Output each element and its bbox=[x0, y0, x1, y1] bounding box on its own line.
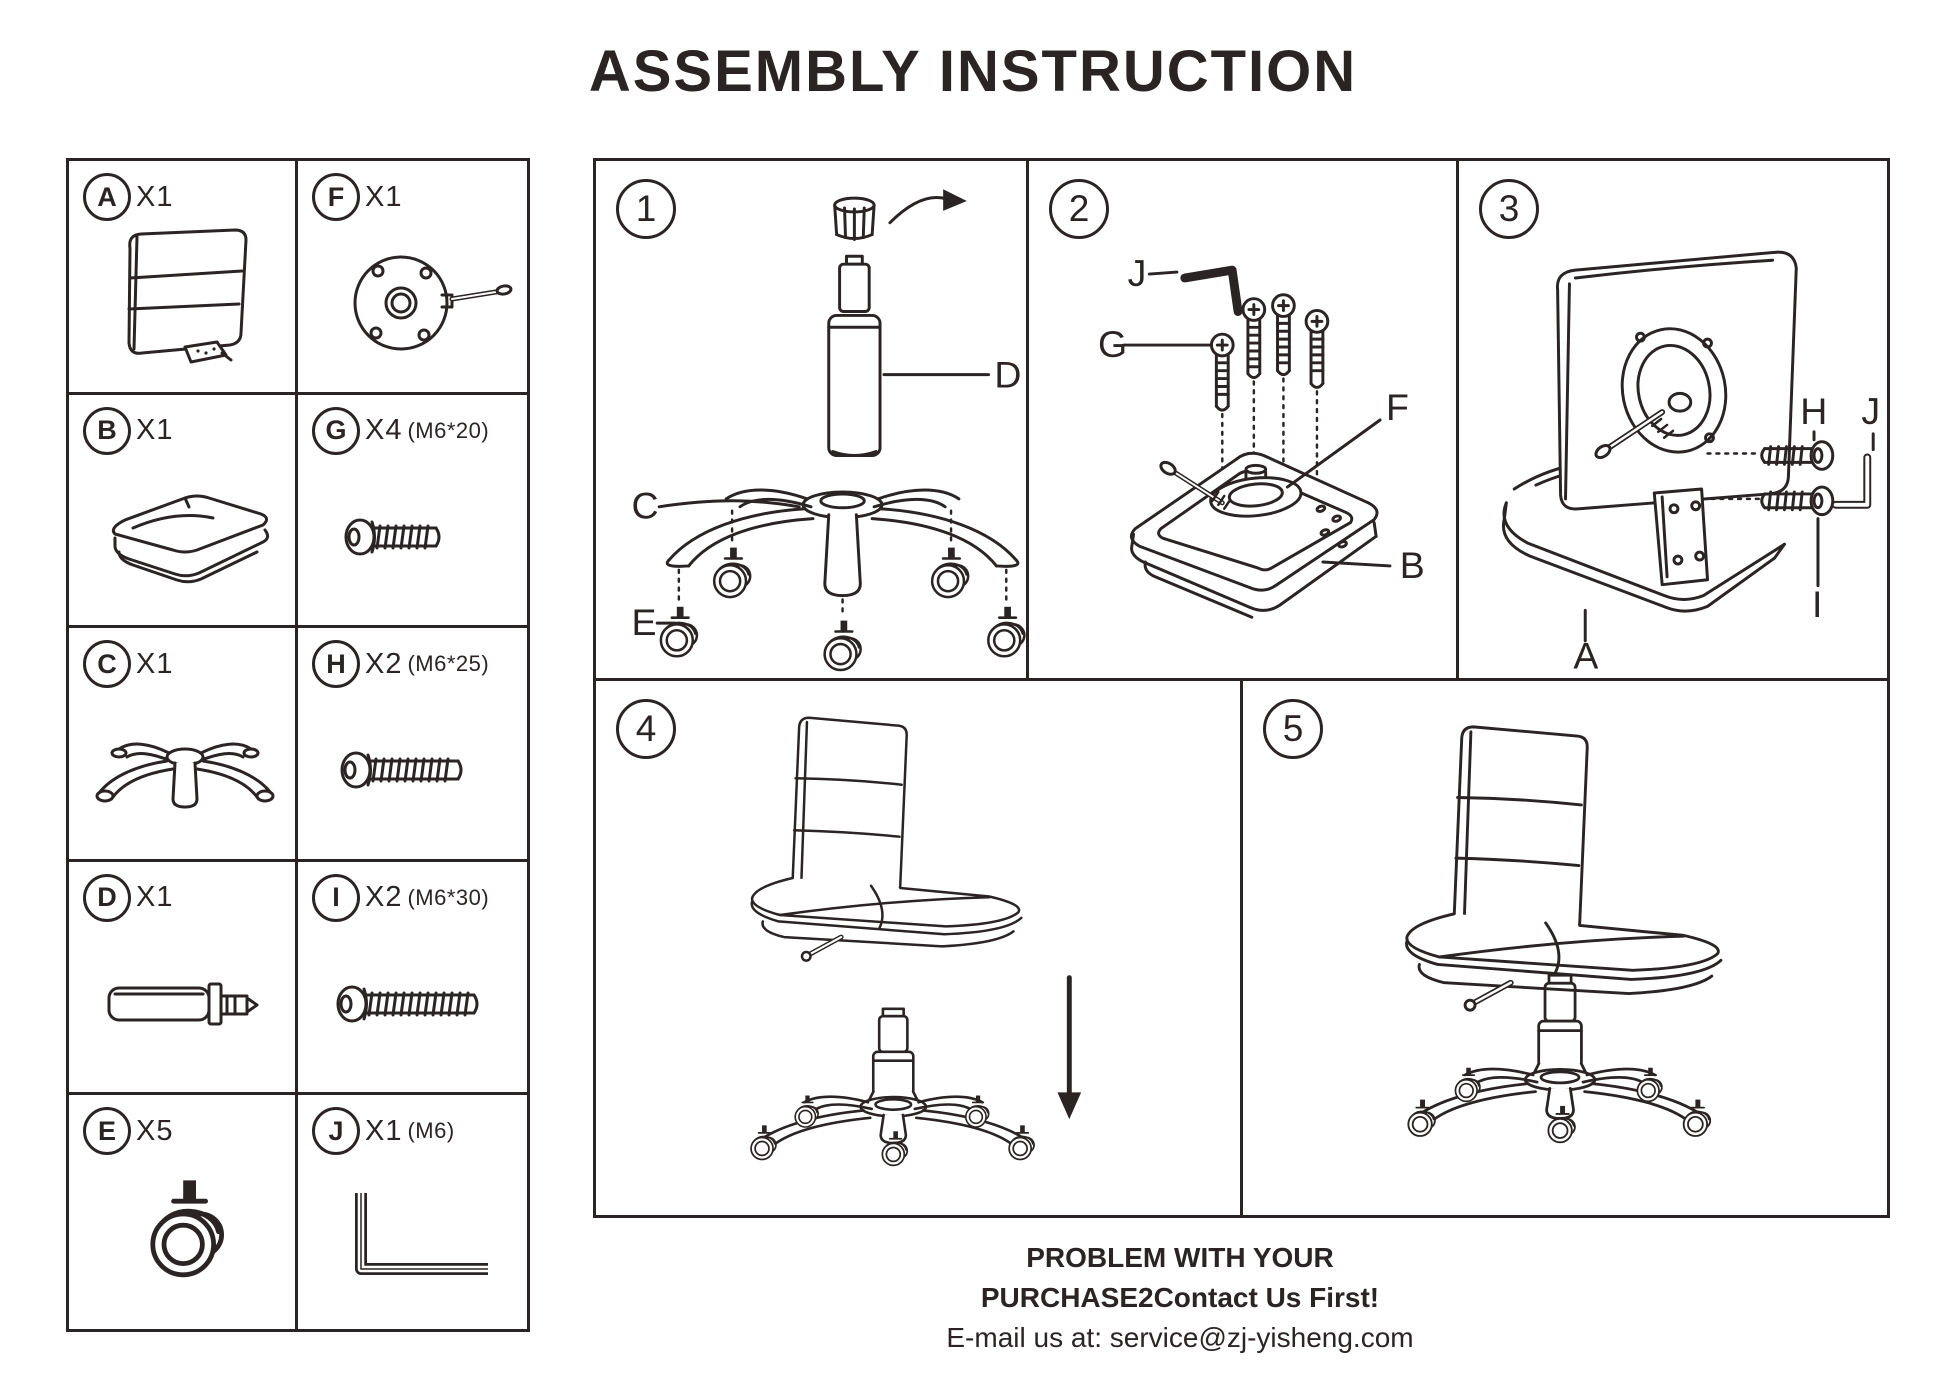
step-1-diagram: D C E bbox=[632, 189, 1026, 672]
part-label: I X2 (M6*30) bbox=[312, 873, 519, 922]
part-art bbox=[312, 922, 519, 1087]
caster-drawing bbox=[85, 1164, 285, 1314]
step2-label-g: G bbox=[1098, 323, 1127, 365]
part-count: X5 bbox=[136, 1114, 174, 1147]
part-size: (M6*20) bbox=[407, 417, 490, 443]
allen-key-drawing bbox=[354, 1193, 488, 1276]
part-letter-badge: B bbox=[83, 406, 131, 455]
step-5-number-badge: 5 bbox=[1263, 699, 1323, 759]
gas-lift-drawing bbox=[107, 982, 259, 1026]
step3-label-i: I bbox=[1812, 583, 1822, 625]
parts-cell-h: H X2 (M6*25) bbox=[298, 628, 527, 862]
parts-cell-i: I X2 (M6*30) bbox=[298, 862, 527, 1096]
step-4-panel: 4 bbox=[593, 678, 1243, 1218]
step-2-number-badge: 2 bbox=[1049, 179, 1109, 239]
part-size: (M6) bbox=[407, 1118, 455, 1144]
step-1-panel: 1 bbox=[593, 158, 1029, 681]
part-label: D X1 bbox=[83, 873, 287, 922]
step-4-number-badge: 4 bbox=[616, 699, 676, 759]
part-count: X1 bbox=[136, 647, 174, 680]
part-letter-badge: C bbox=[83, 640, 131, 689]
step-5-panel: 5 bbox=[1240, 678, 1890, 1218]
part-count: X4 bbox=[365, 414, 403, 447]
step-2-diagram: J G F B bbox=[1098, 252, 1425, 619]
part-art bbox=[83, 1155, 287, 1323]
footer-email: E-mail us at: service@zj-yisheng.com bbox=[946, 1321, 1414, 1353]
part-art bbox=[83, 922, 287, 1087]
part-art bbox=[83, 688, 287, 853]
step-3-panel: 3 bbox=[1456, 158, 1890, 681]
part-size: (M6*25) bbox=[407, 651, 490, 677]
part-art bbox=[83, 455, 287, 620]
step2-label-b: B bbox=[1400, 544, 1425, 586]
step-5-diagram bbox=[1243, 681, 1887, 1215]
part-art bbox=[312, 1155, 519, 1323]
page-title: ASSEMBLY INSTRUCTION bbox=[588, 39, 1358, 104]
chair-back-drawing bbox=[127, 228, 248, 364]
part-art bbox=[312, 688, 519, 853]
part-label: H X2 (M6*25) bbox=[312, 640, 519, 689]
step-3-number-badge: 3 bbox=[1479, 179, 1539, 239]
step1-label-d: D bbox=[994, 353, 1021, 395]
part-label: E X5 bbox=[83, 1107, 287, 1156]
step3-label-j: J bbox=[1861, 390, 1880, 432]
footer-line-1: PROBLEM WITH YOUR bbox=[1026, 1242, 1334, 1273]
part-count: X1 bbox=[365, 180, 403, 213]
part-art bbox=[83, 221, 287, 386]
screw-m6x30-drawing bbox=[336, 985, 478, 1023]
parts-cell-b: B X1 bbox=[69, 394, 298, 629]
part-label: F X1 bbox=[312, 173, 519, 221]
part-letter-badge: E bbox=[83, 1107, 131, 1156]
step2-label-f: F bbox=[1386, 386, 1409, 428]
step-1-number-badge: 1 bbox=[616, 179, 676, 239]
screw-m6x20-drawing bbox=[344, 518, 440, 556]
part-label: C X1 bbox=[83, 640, 287, 689]
part-letter-badge: I bbox=[312, 873, 360, 922]
step-2-panel: 2 bbox=[1026, 158, 1459, 681]
mechanism-plate-drawing bbox=[353, 255, 512, 351]
parts-cell-d: D X1 bbox=[69, 861, 298, 1096]
step1-label-e: E bbox=[632, 601, 657, 643]
part-letter-badge: G bbox=[312, 406, 360, 455]
parts-cell-j: J X1 (M6) bbox=[298, 1095, 527, 1329]
part-letter-badge: F bbox=[312, 173, 360, 221]
parts-cell-a: A X1 bbox=[69, 161, 298, 395]
step-4-diagram bbox=[596, 681, 1082, 1215]
screw-m6x25-drawing bbox=[340, 751, 462, 789]
part-label: B X1 bbox=[83, 406, 287, 455]
parts-cell-f: F X1 bbox=[298, 161, 527, 395]
part-label: J X1 (M6) bbox=[312, 1107, 519, 1156]
part-label: A X1 bbox=[83, 173, 287, 221]
step3-label-h: H bbox=[1800, 390, 1827, 432]
parts-cell-c: C X1 bbox=[69, 628, 298, 862]
part-count: X1 bbox=[136, 881, 174, 914]
step3-label-a: A bbox=[1573, 635, 1598, 677]
part-art bbox=[312, 221, 519, 386]
part-letter-badge: H bbox=[312, 640, 360, 689]
part-count: X2 bbox=[365, 647, 403, 680]
step-3-diagram: H J I A bbox=[1501, 250, 1880, 677]
part-letter-badge: J bbox=[312, 1107, 360, 1156]
part-size: (M6*30) bbox=[407, 884, 490, 910]
parts-table: A X1 bbox=[66, 158, 530, 1332]
parts-cell-g: G X4 (M6*20) bbox=[298, 395, 527, 629]
part-count: X1 bbox=[365, 1114, 403, 1147]
part-count: X2 bbox=[365, 881, 403, 914]
parts-cell-e: E X5 bbox=[69, 1095, 298, 1329]
part-label: G X4 (M6*20) bbox=[312, 406, 519, 455]
part-letter-badge: A bbox=[83, 173, 131, 221]
step2-label-j: J bbox=[1128, 252, 1147, 294]
part-letter-badge: D bbox=[83, 873, 131, 922]
footer-contact-block: PROBLEM WITH YOUR PURCHASE2Contact Us Fi… bbox=[860, 1238, 1500, 1357]
footer-line-2: PURCHASE2Contact Us First! bbox=[980, 1281, 1380, 1313]
part-count: X1 bbox=[136, 180, 174, 213]
part-art bbox=[312, 455, 519, 620]
star-base-drawing bbox=[95, 743, 275, 809]
part-count: X1 bbox=[136, 414, 174, 447]
seat-cushion-drawing bbox=[111, 494, 270, 584]
step1-label-c: C bbox=[632, 485, 659, 527]
